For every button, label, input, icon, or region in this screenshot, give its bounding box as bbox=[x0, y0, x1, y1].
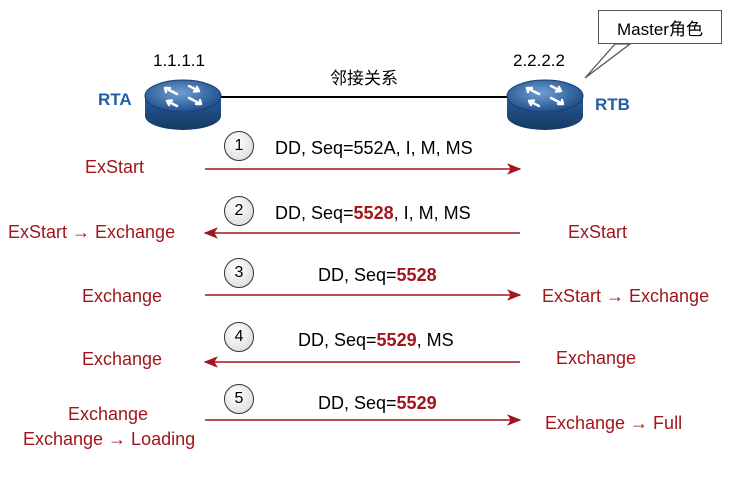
step-2-left-state-0: ExStart → Exchange bbox=[8, 222, 176, 242]
step-3-right-state: ExStart → Exchange bbox=[542, 286, 710, 306]
step-number-5: 5 bbox=[224, 384, 254, 414]
step-1-msg-prefix: DD, Seq=552A, I, M, MS bbox=[275, 138, 473, 158]
step-5-msg-seq: 5529 bbox=[396, 393, 437, 413]
step-4-message: DD, Seq=5529, MS bbox=[298, 331, 454, 349]
rtb-name-label: RTB bbox=[595, 95, 630, 114]
step-4-left-state-0: Exchange bbox=[82, 349, 163, 369]
step-4-msg-suffix: , MS bbox=[416, 330, 454, 350]
step-4-msg-seq: 5529 bbox=[376, 330, 417, 350]
step-5-message: DD, Seq=5529 bbox=[318, 394, 437, 412]
master-role-callout: Master角色 bbox=[598, 10, 722, 44]
router-icon-rta bbox=[144, 79, 222, 130]
step-2-msg-seq: 5528 bbox=[353, 203, 394, 223]
step-2-right-state: ExStart bbox=[568, 222, 628, 242]
rta-name-label: RTA bbox=[98, 90, 132, 109]
step-3-left-state-0: Exchange bbox=[82, 286, 163, 306]
step-number-3: 3 bbox=[224, 258, 254, 288]
step-number-4: 4 bbox=[224, 322, 254, 352]
step-4-msg-prefix: DD, Seq= bbox=[298, 330, 377, 350]
step-2-msg-prefix: DD, Seq= bbox=[275, 203, 354, 223]
rta-ip-label: 1.1.1.1 bbox=[153, 51, 205, 70]
step-1-message: DD, Seq=552A, I, M, MS bbox=[275, 139, 473, 157]
step-3-message: DD, Seq=5528 bbox=[318, 266, 437, 284]
message-arrows bbox=[203, 163, 522, 426]
step-3-msg-seq: 5528 bbox=[396, 265, 437, 285]
step-number-1: 1 bbox=[224, 131, 254, 161]
step-5-left-state-0: Exchange bbox=[68, 404, 149, 424]
master-role-text: Master角色 bbox=[617, 19, 703, 39]
step-5-left-state-1: Exchange → Loading bbox=[23, 429, 196, 449]
router-icon-rtb bbox=[506, 79, 584, 130]
step-3-msg-prefix: DD, Seq= bbox=[318, 265, 397, 285]
adjacency-label: 邻接关系 bbox=[330, 69, 398, 88]
step-4-right-state: Exchange bbox=[556, 348, 637, 368]
step-2-msg-suffix: , I, M, MS bbox=[393, 203, 471, 223]
step-number-2: 2 bbox=[224, 196, 254, 226]
step-2-message: DD, Seq=5528, I, M, MS bbox=[275, 204, 471, 222]
callout-pointer bbox=[584, 43, 632, 79]
step-5-msg-prefix: DD, Seq= bbox=[318, 393, 397, 413]
step-1-left-state-0: ExStart bbox=[85, 157, 145, 177]
rtb-ip-label: 2.2.2.2 bbox=[513, 51, 565, 70]
step-5-right-state: Exchange → Full bbox=[545, 413, 683, 433]
